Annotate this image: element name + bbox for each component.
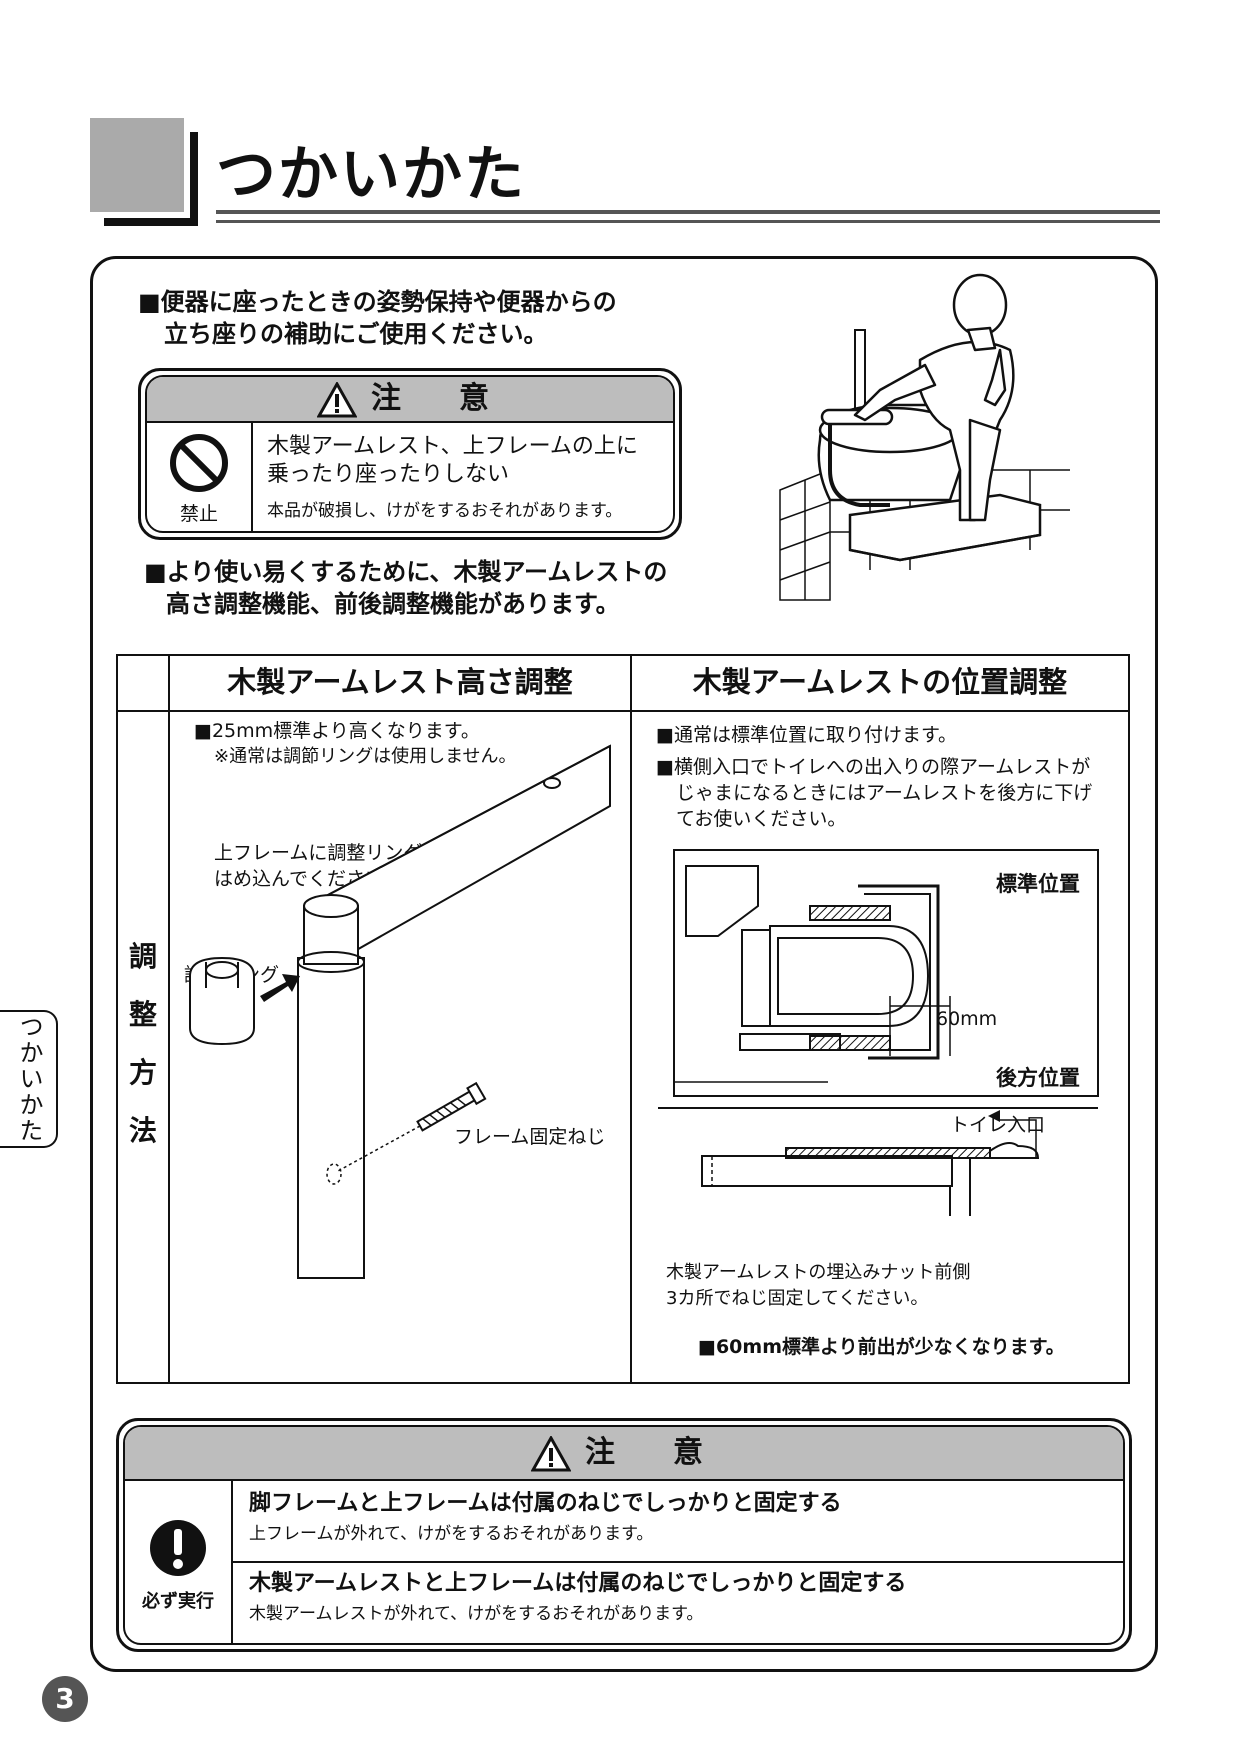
header-rule: [216, 220, 1160, 223]
caution-heading: 注 意: [147, 377, 673, 423]
intro-line-2: 立ち座りの補助にご使用ください。: [164, 320, 548, 348]
mandatory-icon-cell: 必ず実行: [125, 1481, 233, 1643]
intro-line-1: ■便器に座ったときの姿勢保持や便器からの: [138, 288, 617, 316]
mandatory-action-icon: [150, 1520, 206, 1576]
intro-text: ■便器に座ったときの姿勢保持や便器からの 立ち座りの補助にご使用ください。: [138, 286, 617, 350]
rear-position-label: 後方位置: [996, 1066, 1080, 1090]
height-adjust-heading: 木製アームレスト高さ調整: [227, 665, 573, 699]
caution2-item-1: 脚フレームと上フレームは付属のねじでしっかりと固定する 上フレームが外れて、けが…: [249, 1491, 842, 1544]
fix-instruction: 木製アームレストの埋込みナット前側 3カ所でねじ固定してください。: [666, 1262, 971, 1309]
standard-position-label: 標準位置: [996, 872, 1080, 896]
position-notes: ■通常は標準位置に取り付けます。 ■横側入口でトイレへの出入りの際アームレストが…: [656, 724, 1093, 830]
caution-box-prohibit: 注 意 禁止 木製アームレスト、上フレームの上に 乗ったり座ったりしない 本品が…: [138, 368, 682, 540]
feature-line-2: 高さ調整機能、前後調整機能があります。: [166, 590, 620, 618]
header-rule: [216, 210, 1160, 214]
row-label-method: 調 整 方 法: [128, 940, 157, 1147]
section-side-tab: つかいかた: [0, 1010, 58, 1148]
feature-line-1: ■より使い易くするために、木製アームレストの: [144, 558, 668, 586]
height-adjust-diagram: [189, 744, 611, 1279]
feature-text: ■より使い易くするために、木製アームレストの 高さ調整機能、前後調整機能がありま…: [144, 556, 667, 620]
entrance-label: トイレ入口: [950, 1114, 1046, 1136]
toilet-user-illustration: [779, 273, 1070, 601]
height-notes: ■25mm標準より高くなります。 ※通常は調節リングは使用しません。: [194, 720, 517, 767]
mandatory-label: 必ず実行: [142, 1591, 214, 1612]
prohibit-icon-cell: 禁止: [147, 423, 253, 531]
caution-box-mandatory: 注 意 必ず実行 脚フレームと上フレームは付属のねじでしっかりと固定する 上フレ…: [116, 1418, 1132, 1652]
position-adjust-diagram: [658, 849, 1099, 1216]
header-decor-square: [90, 118, 184, 212]
position-adjust-heading: 木製アームレストの位置調整: [692, 665, 1068, 699]
caution2-heading: 注 意: [125, 1427, 1123, 1481]
position-note-front: ■60mm標準より前出が少なくなります。: [698, 1336, 1065, 1358]
prohibit-label: 禁止: [179, 503, 218, 525]
caution2-item-2: 木製アームレストと上フレームは付属のねじでしっかりと固定する 木製アームレストが…: [249, 1571, 907, 1624]
adjustment-table: 木製アームレスト高さ調整 木製アームレストの位置調整 調 整 方 法 ■25mm…: [116, 654, 1130, 1384]
dimension-label: 60mm: [936, 1008, 998, 1030]
warning-triangle-icon: [530, 1434, 572, 1471]
prohibited-icon: [170, 434, 228, 492]
header-decor-frame: [104, 132, 198, 226]
warning-triangle-icon: [316, 380, 358, 417]
page-title: つかいかた: [216, 140, 526, 210]
caution1-text: 木製アームレスト、上フレームの上に 乗ったり座ったりしない 本品が破損し、けがを…: [267, 434, 638, 521]
page-number: 3: [42, 1676, 88, 1722]
screw-label: フレーム固定ねじ: [454, 1126, 606, 1148]
content-frame: [90, 256, 1158, 1672]
